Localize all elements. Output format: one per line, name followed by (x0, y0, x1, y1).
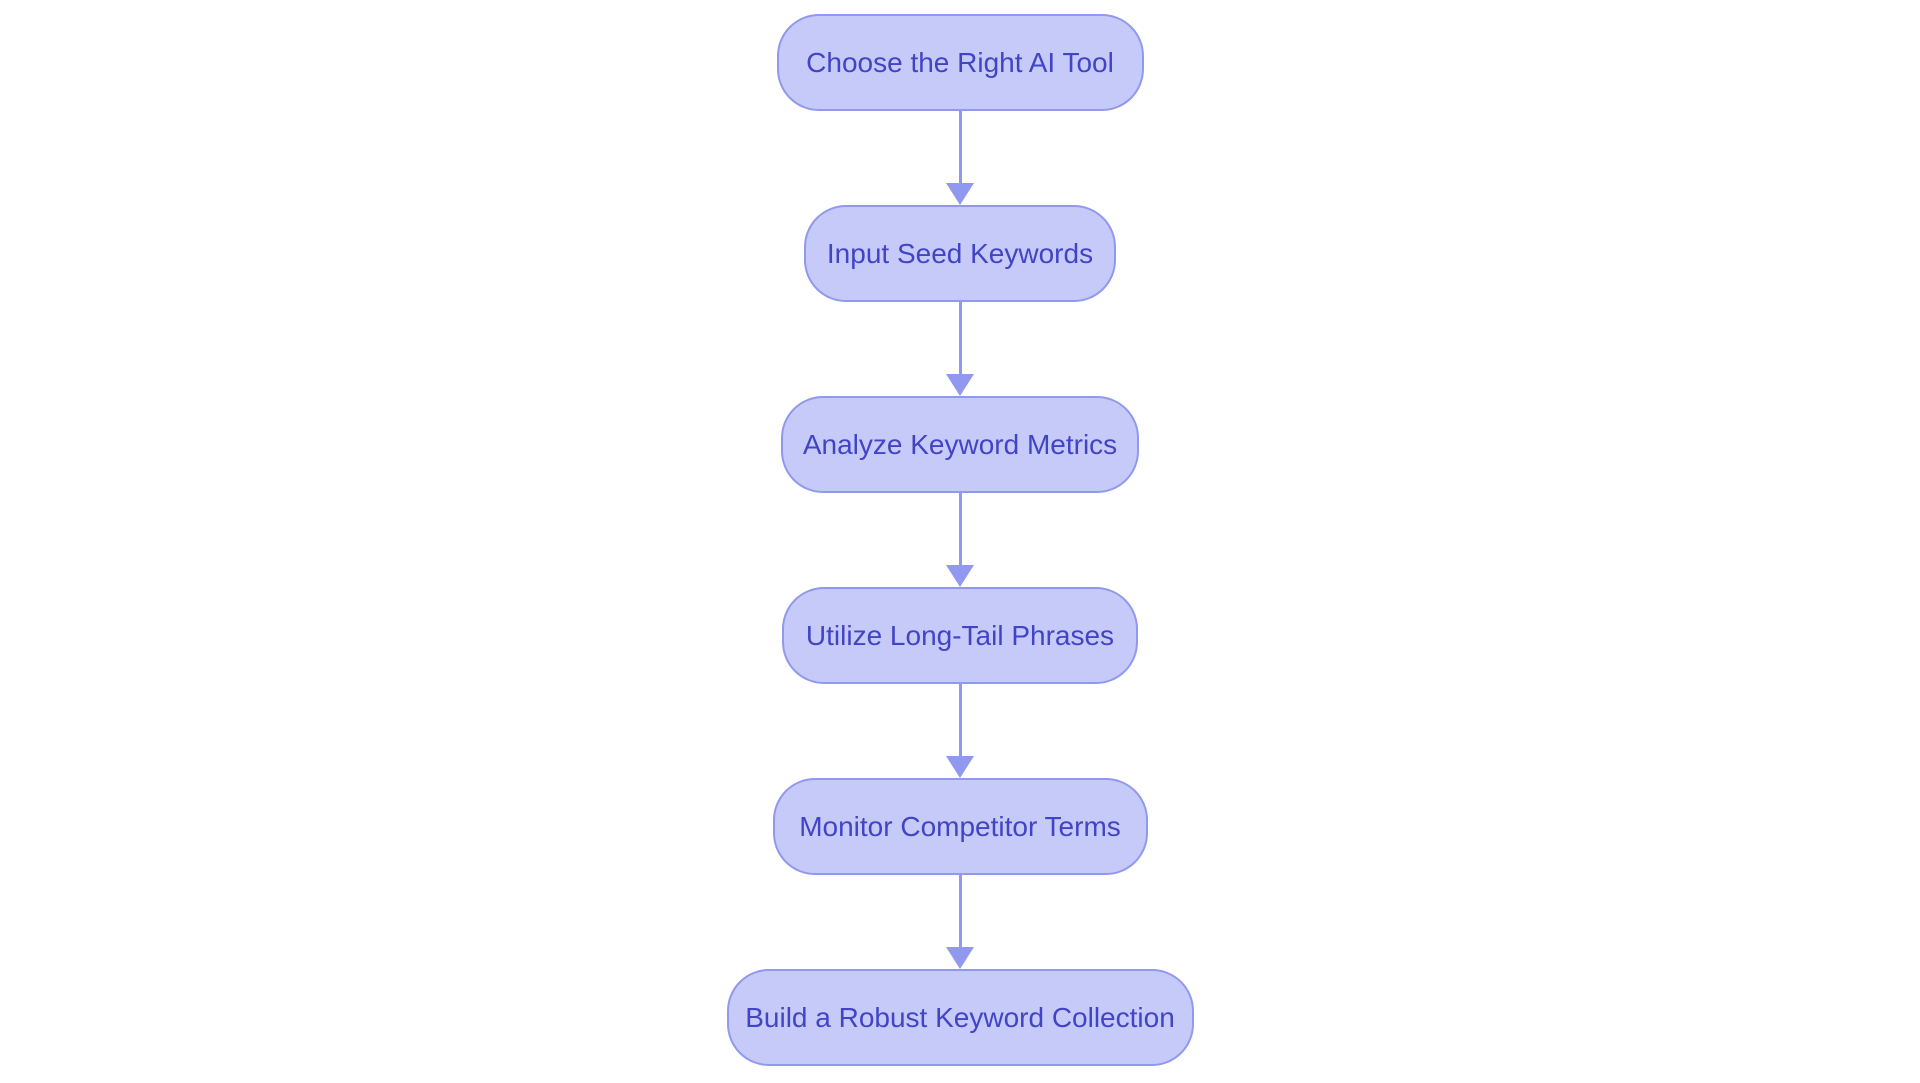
flowchart: Choose the Right AI Tool Input Seed Keyw… (0, 14, 1920, 1066)
node-build-keyword-collection-label: Build a Robust Keyword Collection (745, 1001, 1175, 1033)
node-analyze-keyword-metrics-label: Analyze Keyword Metrics (802, 428, 1118, 460)
node-input-seed-keywords: Input Seed Keywords (804, 205, 1116, 302)
node-monitor-competitor-terms-label: Monitor Competitor Terms (799, 810, 1121, 842)
arrowhead-icon (946, 565, 974, 587)
node-utilize-long-tail-phrases: Utilize Long-Tail Phrases (782, 587, 1138, 684)
node-build-keyword-collection: Build a Robust Keyword Collection (726, 969, 1194, 1066)
flow-arrow-4 (945, 684, 975, 778)
node-utilize-long-tail-phrases-label: Utilize Long-Tail Phrases (805, 619, 1115, 651)
node-choose-ai-tool-label: Choose the Right AI Tool (806, 46, 1114, 78)
arrow-line (958, 111, 962, 183)
arrowhead-icon (946, 183, 974, 205)
arrow-line (958, 875, 962, 947)
flow-arrow-1 (945, 111, 975, 205)
node-choose-ai-tool: Choose the Right AI Tool (776, 14, 1144, 111)
flow-arrow-5 (945, 875, 975, 969)
arrowhead-icon (946, 374, 974, 396)
node-input-seed-keywords-label: Input Seed Keywords (826, 237, 1094, 269)
arrowhead-icon (946, 756, 974, 778)
arrow-line (958, 684, 962, 756)
node-monitor-competitor-terms: Monitor Competitor Terms (772, 778, 1148, 875)
node-analyze-keyword-metrics: Analyze Keyword Metrics (781, 396, 1139, 493)
flow-arrow-2 (945, 302, 975, 396)
arrowhead-icon (946, 947, 974, 969)
arrow-line (958, 302, 962, 374)
flow-arrow-3 (945, 493, 975, 587)
arrow-line (958, 493, 962, 565)
